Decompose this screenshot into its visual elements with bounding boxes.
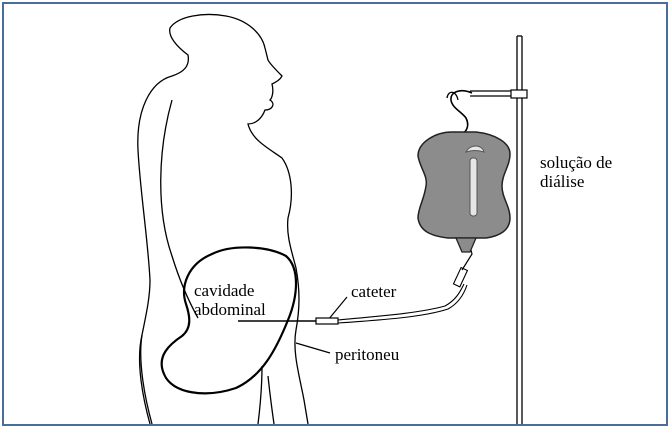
leg-line-right (268, 376, 274, 424)
tube-clamp (453, 268, 467, 287)
bag-hook (451, 91, 472, 134)
cavity-label: cavidade abdominal (194, 281, 266, 319)
solution-label: solução de diálise (540, 153, 612, 191)
arm-outline (161, 100, 198, 318)
peritoneum-label: peritoneu (335, 345, 399, 364)
dialysis-bag (418, 132, 510, 238)
peritoneum-pointer-line (296, 343, 330, 353)
bag-highlight-stripe (470, 158, 477, 216)
cavity-label-line2: abdominal (194, 300, 266, 319)
cavity-label-line1: cavidade (194, 281, 266, 300)
leg-line-left (258, 366, 262, 424)
solution-label-line1: solução de (540, 153, 612, 172)
solution-label-line2: diálise (540, 172, 612, 191)
catheter-connector (316, 318, 338, 324)
bag-port (456, 238, 476, 252)
catheter-pointer-line (328, 297, 347, 320)
catheter-label: cateter (351, 282, 396, 301)
hanger-clamp (511, 90, 527, 98)
